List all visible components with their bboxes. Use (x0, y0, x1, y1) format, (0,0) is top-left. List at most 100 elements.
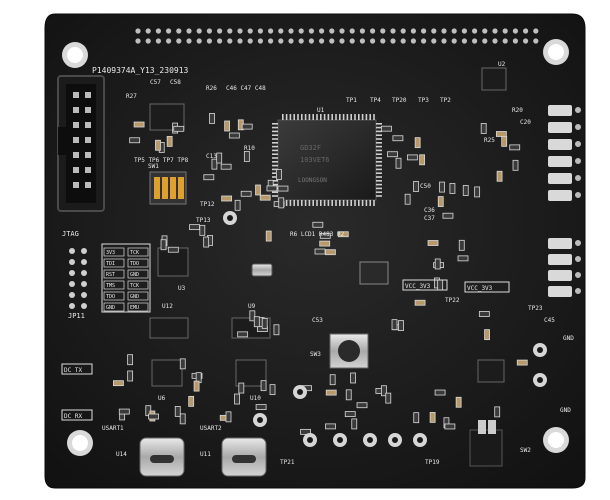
jtag-hole (81, 303, 87, 309)
mcu-pin (354, 200, 356, 206)
jtag-hole (81, 281, 87, 287)
jtag-label-box (127, 258, 149, 268)
mcu-pin (369, 200, 371, 206)
smd-passive (203, 174, 215, 181)
header-pin (268, 38, 274, 44)
mcu-pin (308, 200, 311, 206)
smd-passive (277, 185, 289, 192)
label-gnd-bottom: GND (560, 407, 571, 414)
label-u2: U2 (498, 61, 506, 68)
smd-passive (253, 316, 260, 328)
jtag-label-box (127, 291, 149, 301)
smd-passive (255, 184, 261, 196)
smd-passive (167, 246, 179, 253)
mcu-pin (376, 191, 382, 193)
edge-pad (548, 286, 572, 297)
jtag-label-box (103, 302, 125, 312)
smd-passive (221, 195, 233, 202)
label-u12: U12 (162, 303, 173, 310)
test-point-hole (417, 437, 423, 443)
smd-passive (166, 136, 173, 147)
mcu-pin (272, 145, 278, 148)
mcu-pin (376, 130, 382, 133)
smd-passive (241, 123, 253, 130)
jtag-pin (73, 92, 79, 98)
label-sw1: SW1 (148, 163, 159, 170)
smd-passive (216, 152, 223, 164)
edge-pad (548, 190, 572, 201)
smd-components (113, 113, 528, 435)
header-pin (410, 38, 416, 44)
label-dc-rx: DC RX (64, 413, 82, 420)
label-tp12: TP12 (200, 201, 215, 208)
header-pin (400, 28, 406, 34)
smd-passive (189, 224, 200, 231)
mcu-pin (361, 114, 364, 120)
test-point-hole (257, 417, 263, 423)
mcu-pin (376, 138, 382, 140)
smd-passive (457, 255, 469, 262)
mcu-pin (376, 157, 382, 159)
smd-passive (228, 132, 240, 139)
jtag-pin (73, 182, 79, 188)
smd-passive (173, 125, 185, 132)
label-u9: U9 (248, 303, 256, 310)
test-point-hole (297, 389, 303, 395)
reset-button-component (329, 333, 369, 369)
smd-passive (265, 230, 272, 242)
label-c20: C20 (520, 119, 531, 126)
header-pin (135, 28, 141, 34)
smd-passive (345, 389, 352, 401)
smd-passive (314, 248, 326, 255)
mcu-pin (373, 200, 375, 206)
mounting-holes (62, 39, 569, 456)
smd-passive (319, 240, 331, 247)
smd-passive (113, 380, 124, 387)
smd-passive (350, 372, 356, 384)
jtag-label-text: EMU (130, 305, 139, 311)
header-pin (472, 38, 478, 44)
mcu-pin (376, 161, 382, 163)
header-pin (227, 38, 233, 44)
mcu-pin (373, 114, 375, 120)
smd-passive (188, 395, 195, 407)
smd-passive (429, 412, 436, 423)
smd-passive (478, 311, 490, 317)
edge-pad (548, 122, 572, 133)
mcu-pin (272, 157, 278, 159)
smd-passive (474, 186, 481, 198)
jtag-hole (81, 259, 87, 265)
smd-passive (381, 385, 387, 397)
header-pin (523, 38, 529, 44)
smd-passive (444, 423, 456, 430)
label-u14: U14 (116, 451, 127, 458)
smd-passive (273, 324, 280, 336)
smd-passive (249, 310, 256, 322)
header-pin (329, 38, 335, 44)
header-pin (308, 28, 314, 34)
jtag-hole (69, 259, 75, 265)
smd-passive (179, 413, 186, 425)
edge-pad (548, 254, 572, 265)
header-pin (349, 38, 355, 44)
label-sw3: SW3 (310, 351, 321, 358)
mcu-chip: GD32F 103VET6 LOONGSON (272, 114, 382, 206)
mcu-pin (339, 200, 341, 206)
smd-passive (509, 144, 521, 151)
mcu-pin (331, 200, 333, 206)
header-pin (461, 38, 467, 44)
smd-passive (193, 380, 200, 392)
header-pin (431, 28, 437, 34)
mcu-pin (358, 114, 360, 120)
mcu-pin (323, 114, 326, 120)
edge-pad (548, 270, 572, 281)
mcu-pin (272, 134, 278, 136)
smd-passive (269, 384, 276, 396)
header-pin (380, 38, 386, 44)
mcu-pin (320, 114, 322, 120)
jtag-label-text: GND (130, 272, 139, 278)
header-pin (431, 38, 437, 44)
smd-passive (437, 279, 444, 291)
jtag-hole (69, 292, 75, 298)
